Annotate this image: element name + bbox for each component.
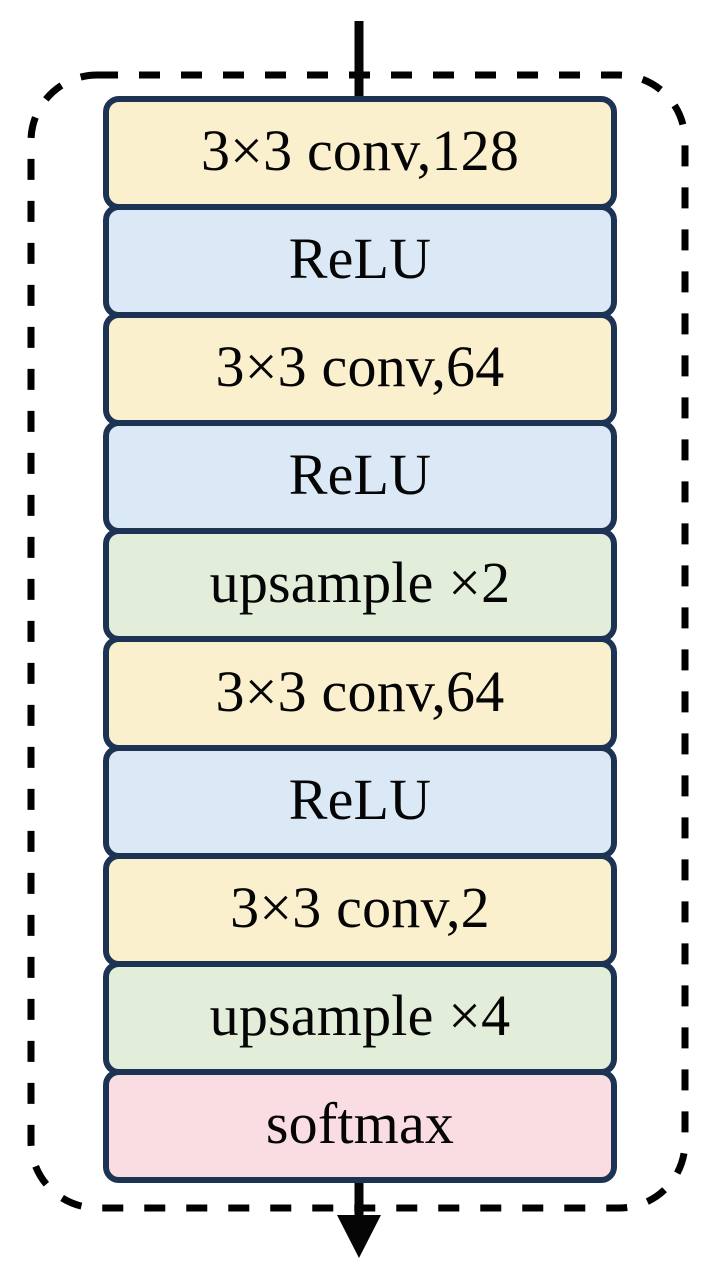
layer-box-upsample-x4[interactable]: upsample ×4 bbox=[103, 960, 617, 1075]
layer-label: ReLU bbox=[288, 766, 432, 832]
layer-box-conv-64-1[interactable]: 3×3 conv,64 bbox=[103, 312, 617, 427]
layer-box-relu-1[interactable]: ReLU bbox=[103, 204, 617, 319]
layer-box-conv-128[interactable]: 3×3 conv,128 bbox=[103, 96, 617, 211]
layer-box-conv-2[interactable]: 3×3 conv,2 bbox=[103, 852, 617, 967]
layer-label: ReLU bbox=[288, 226, 432, 292]
layer-label: 3×3 conv,2 bbox=[230, 874, 490, 940]
layer-label: 3×3 conv,64 bbox=[215, 334, 505, 400]
layer-box-conv-64-2[interactable]: 3×3 conv,64 bbox=[103, 636, 617, 751]
layer-label: softmax bbox=[265, 1090, 455, 1156]
layer-box-relu-2[interactable]: ReLU bbox=[103, 420, 617, 535]
layer-label: 3×3 conv,128 bbox=[200, 118, 520, 184]
layer-box-softmax[interactable]: softmax bbox=[103, 1068, 617, 1183]
layer-label: ReLU bbox=[288, 442, 432, 508]
layer-label: upsample ×2 bbox=[209, 550, 511, 616]
layer-stack: 3×3 conv,128 ReLU 3×3 conv,64 ReLU upsam… bbox=[103, 96, 617, 1183]
layer-box-relu-3[interactable]: ReLU bbox=[103, 744, 617, 859]
layer-label: 3×3 conv,64 bbox=[215, 658, 505, 724]
output-arrow-head bbox=[337, 1215, 381, 1258]
layer-box-upsample-x2[interactable]: upsample ×2 bbox=[103, 528, 617, 643]
layer-label: upsample ×4 bbox=[209, 982, 511, 1048]
